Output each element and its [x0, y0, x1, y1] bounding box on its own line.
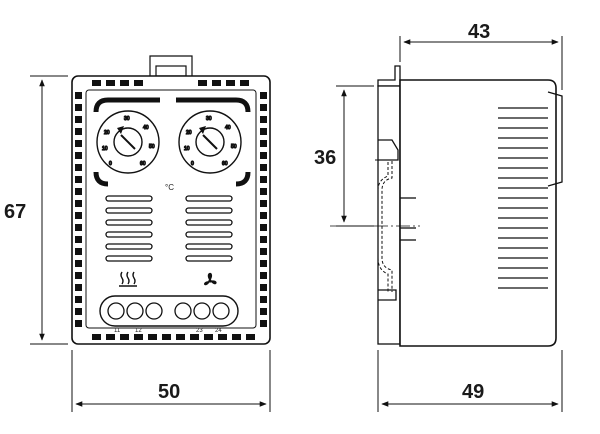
terminal[interactable]: [145, 302, 163, 320]
dimension-height: 67: [4, 201, 26, 223]
fan-icon: [204, 272, 217, 286]
thermostat-dial-left[interactable]: 0 10 20 30 40 50 60: [96, 110, 160, 174]
terminal-label-11: 11: [114, 328, 121, 334]
dimension-depth-bottom: 49: [462, 381, 484, 403]
side-view: [375, 65, 563, 347]
terminal-label-12: 12: [135, 328, 142, 334]
dial-right-tick-20: 20: [186, 130, 192, 136]
dial-left-tick-40: 40: [143, 125, 149, 131]
dimension-depth-top: 43: [468, 21, 490, 43]
side-fins: [498, 107, 548, 289]
dial-right-tick-50: 50: [231, 144, 237, 150]
dial-left-tick-0: 0: [109, 161, 112, 167]
terminal-label-23: 23: [196, 328, 203, 334]
terminal[interactable]: [126, 302, 144, 320]
terminal[interactable]: [193, 302, 211, 320]
terminal[interactable]: [174, 302, 192, 320]
dial-left-tick-30: 30: [124, 116, 130, 122]
dimension-rail-height: 36: [314, 147, 336, 169]
side-vents-left: [75, 92, 82, 327]
unit-label: °C: [165, 183, 174, 192]
front-view: 0 10 20 30 40 50 60 0 10 20 30 40 50 60 …: [71, 55, 271, 345]
dial-right-tick-10: 10: [184, 146, 190, 152]
side-vents-right: [260, 92, 267, 327]
dial-right-tick-0: 0: [191, 161, 194, 167]
terminal-label-24: 24: [215, 328, 222, 334]
dial-left-tick-50: 50: [149, 144, 155, 150]
front-louvers-right: [185, 195, 233, 262]
bottom-vents: [92, 334, 255, 340]
dial-left-tick-60: 60: [140, 161, 146, 167]
dial-right-tick-60: 60: [222, 161, 228, 167]
front-louvers-left: [105, 195, 153, 262]
dial-right-tick-40: 40: [225, 125, 231, 131]
top-clip: [149, 55, 193, 76]
dimension-width: 50: [158, 381, 180, 403]
terminal[interactable]: [107, 302, 125, 320]
dial-right-tick-30: 30: [206, 116, 212, 122]
housing-side: [399, 79, 557, 347]
terminal[interactable]: [212, 302, 230, 320]
side-dimensions: [330, 36, 563, 412]
front-dimensions: [30, 75, 271, 412]
terminals: [107, 302, 230, 320]
heater-icon: [119, 271, 137, 287]
dial-left-tick-20: 20: [104, 130, 110, 136]
thermostat-dial-right[interactable]: 0 10 20 30 40 50 60: [178, 110, 242, 174]
terminal-block: [99, 295, 239, 327]
dial-left-tick-10: 10: [102, 146, 108, 152]
top-vents: [92, 80, 249, 86]
